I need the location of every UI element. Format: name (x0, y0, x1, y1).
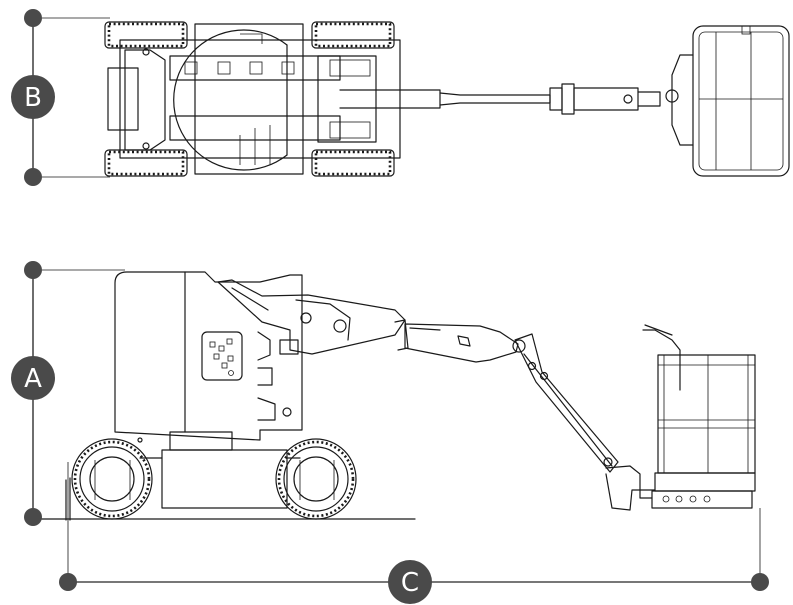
dimension-a: A (11, 261, 125, 526)
top-wheel-rear-lower (104, 149, 188, 177)
dimension-b-badge (11, 75, 55, 119)
side-platform (642, 324, 756, 509)
top-wheel-front-lower (311, 149, 395, 177)
dimension-c-label: C (401, 568, 419, 598)
dimension-b-bottom-dot (24, 168, 42, 186)
dimension-a-badge (11, 356, 55, 400)
top-chassis (107, 23, 401, 175)
side-view (37, 271, 756, 521)
top-platform (671, 25, 790, 177)
top-wheel-rear-upper (104, 21, 188, 49)
top-view (104, 21, 790, 177)
dimension-a-bottom-dot (24, 508, 42, 526)
side-rear-wheel (71, 438, 153, 520)
dimension-c-right-dot (751, 573, 769, 591)
dimension-b-top-dot (24, 9, 42, 27)
side-front-wheel (275, 438, 357, 520)
dimension-c: C (59, 462, 769, 604)
dimension-a-top-dot (24, 261, 42, 279)
side-boom (217, 279, 656, 511)
dimension-b: B (11, 9, 110, 186)
dimension-a-label: A (24, 364, 42, 394)
dimension-c-badge (388, 560, 432, 604)
dimension-b-label: B (24, 83, 42, 113)
dimension-c-left-dot (59, 573, 77, 591)
side-turret (114, 271, 303, 451)
top-boom (339, 83, 679, 115)
side-chassis (65, 449, 301, 521)
top-wheel-front-upper (311, 21, 395, 49)
